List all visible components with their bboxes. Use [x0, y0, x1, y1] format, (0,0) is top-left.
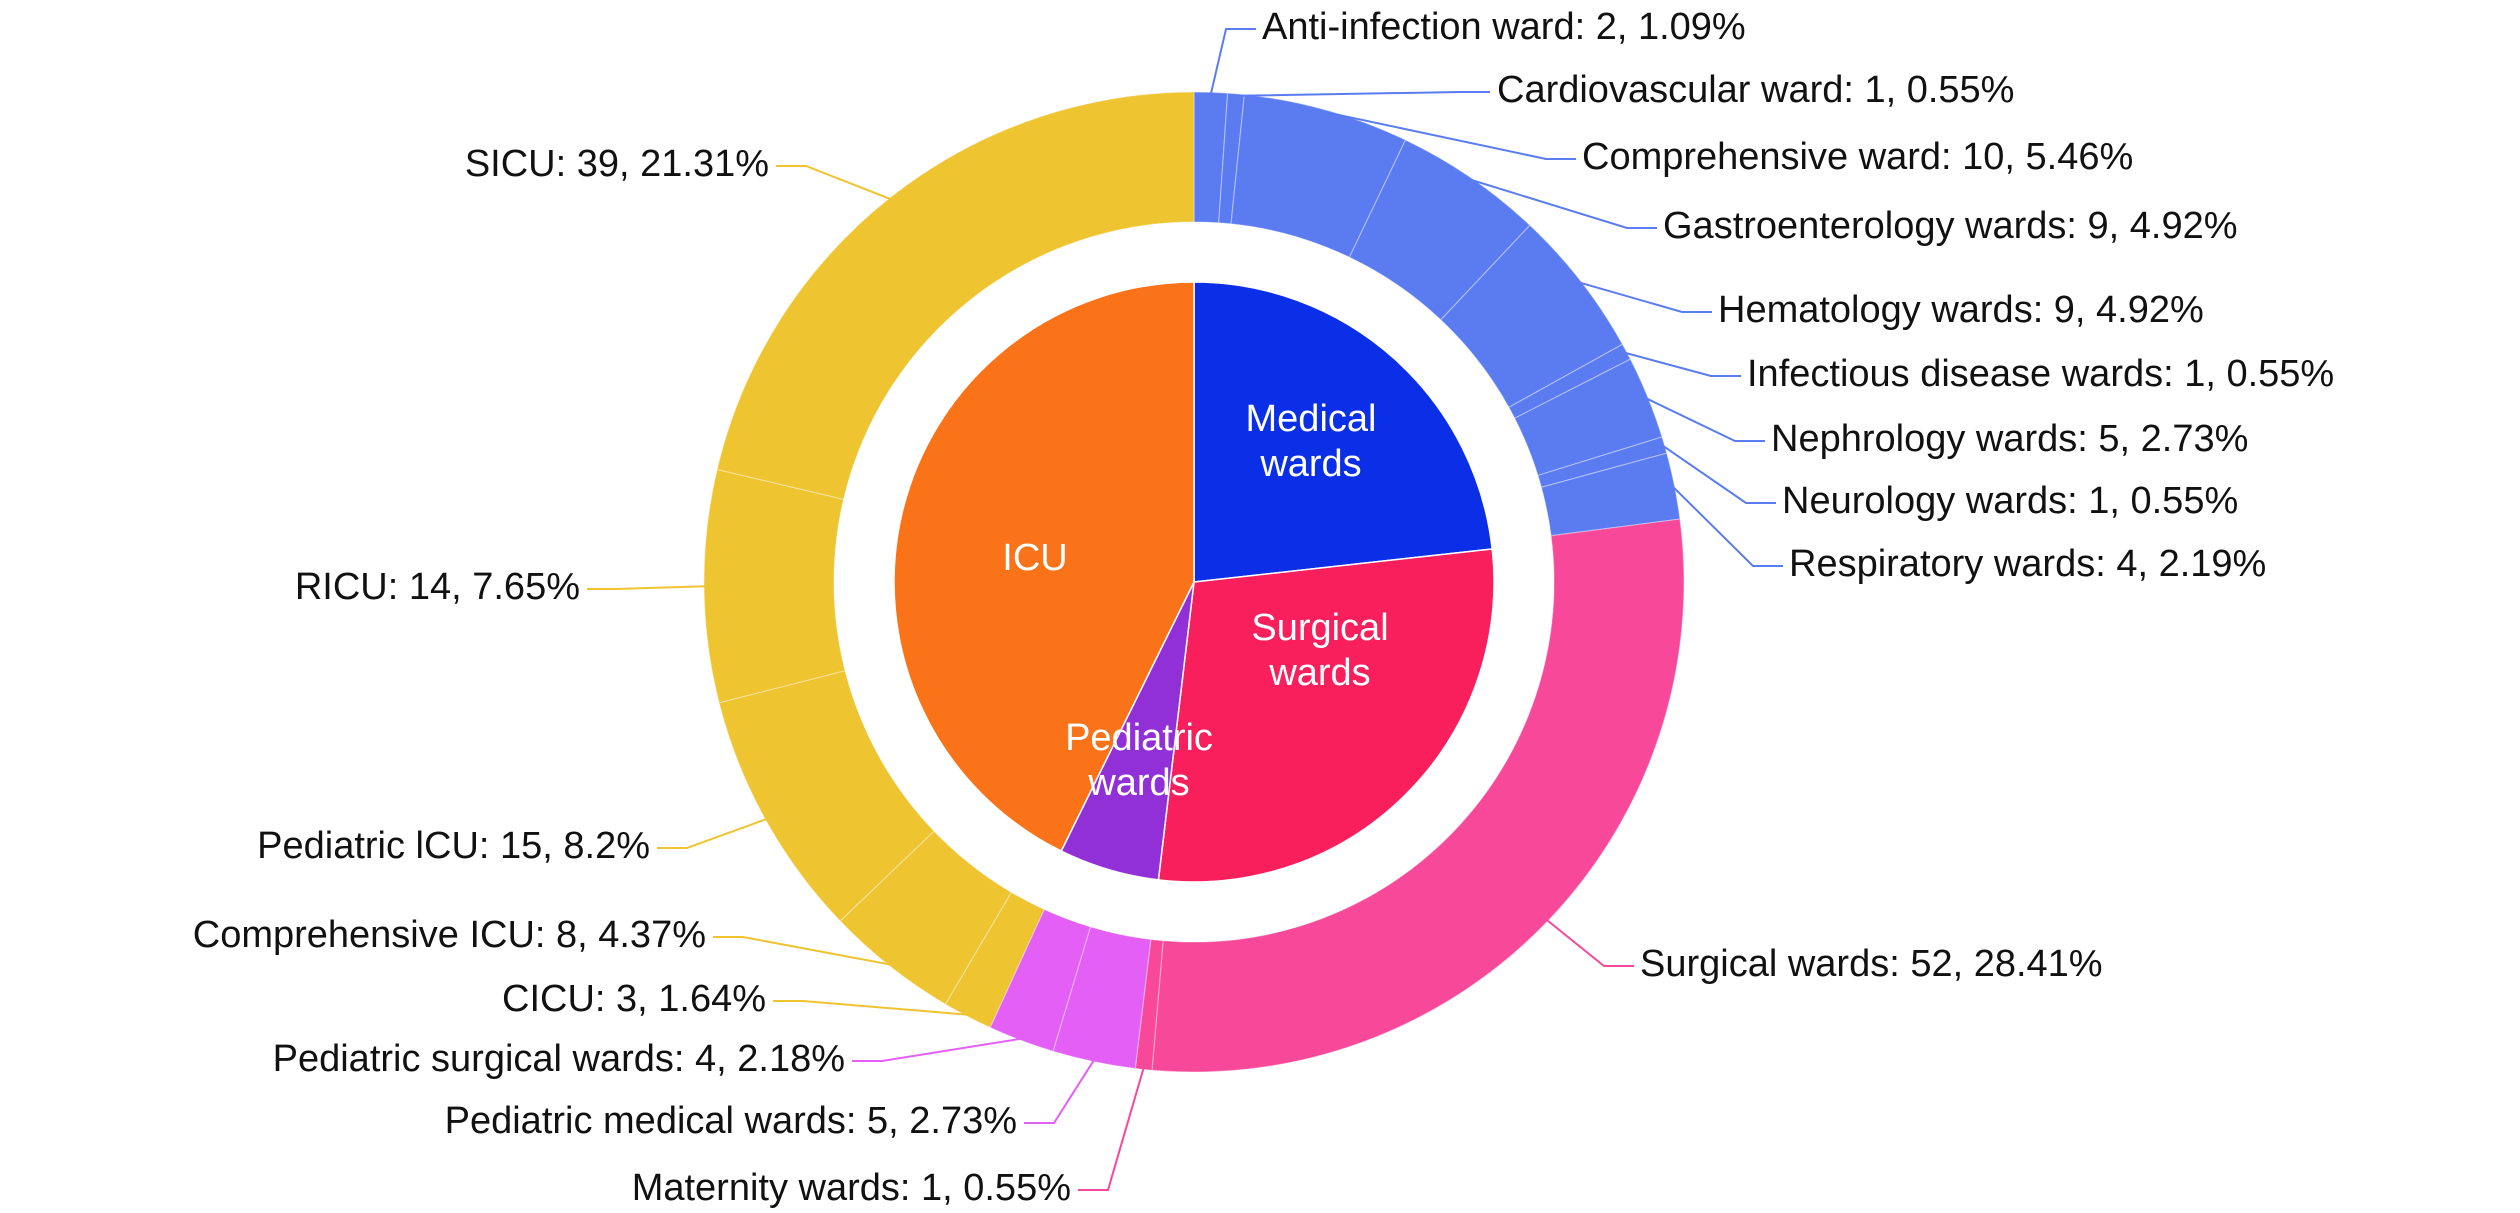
outer-label-hematology-wards: Hematology wards: 9, 4.92%	[1718, 289, 2204, 331]
outer-label-sicu: SICU: 39, 21.31%	[465, 143, 769, 185]
outer-label-maternity-wards: Maternity wards: 1, 0.55%	[632, 1167, 1071, 1209]
outer-label-respiratory-wards: Respiratory wards: 4, 2.19%	[1789, 543, 2266, 585]
outer-label-pediatric-medical-wards: Pediatric medical wards: 5, 2.73%	[445, 1100, 1017, 1142]
leader-line-pediatric-lcu	[657, 817, 768, 849]
leader-lines	[587, 28, 1783, 1191]
outer-label-infectious-disease-wards: Infectious disease wards: 1, 0.55%	[1747, 353, 2334, 395]
leader-line-comprehensive-icu	[713, 936, 892, 966]
outer-label-nephrology-wards: Nephrology wards: 5, 2.73%	[1771, 418, 2248, 460]
outer-label-comprehensive-ward: Comprehensive ward: 10, 5.46%	[1582, 136, 2133, 178]
leader-line-maternity-wards	[1078, 1067, 1145, 1191]
inner-label-icu: ICU	[1002, 537, 1067, 579]
outer-label-cardiovascular-ward: Cardiovascular ward: 1, 0.55%	[1497, 69, 2014, 111]
leader-line-infectious-disease-wards	[1624, 351, 1741, 377]
leader-line-pediatric-surgical-wards	[852, 1037, 1023, 1062]
ring-gap	[834, 222, 1554, 942]
outer-label-comprehensive-icu: Comprehensive ICU: 8, 4.37%	[193, 914, 706, 956]
outer-label-anti-infection-ward: Anti-infection ward: 2, 1.09%	[1262, 6, 1746, 48]
outer-label-ricu: RICU: 14, 7.65%	[295, 566, 580, 608]
outer-label-pediatric-lcu: Pediatric lCU: 15, 8.2%	[257, 825, 650, 867]
inner-slice-medical-wards	[1193, 281, 1493, 583]
leader-line-pediatric-medical-wards	[1024, 1059, 1096, 1124]
leader-line-anti-infection-ward	[1209, 28, 1256, 95]
leader-line-ricu	[587, 585, 707, 590]
leader-line-cicu	[773, 1000, 969, 1016]
inner-slice-surgical-wards	[1157, 548, 1495, 883]
outer-label-neurology-wards: Neurology wards: 1, 0.55%	[1782, 480, 2238, 522]
leader-line-cardiovascular-ward	[1235, 91, 1490, 97]
outer-slice-ricu	[703, 468, 846, 704]
leader-line-sicu	[776, 165, 892, 201]
leader-line-comprehensive-ward	[1326, 111, 1576, 160]
outer-label-pediatric-surgical-wards: Pediatric surgical wards: 4, 2.18%	[273, 1038, 845, 1080]
outer-label-cicu: CICU: 3, 1.64%	[502, 978, 766, 1020]
outer-label-surgical-wards: Surgical wards: 52, 28.41%	[1640, 943, 2103, 985]
leader-line-gastroenterology-wards	[1469, 178, 1657, 229]
outer-labels: Anti-infection ward: 2, 1.09% Cardiovascu…	[193, 6, 2334, 1209]
leader-line-neurology-wards	[1662, 444, 1776, 504]
outer-label-gastroenterology-wards: Gastroenterology wards: 9, 4.92%	[1663, 205, 2238, 247]
leader-line-hematology-wards	[1578, 281, 1712, 313]
leader-line-nephrology-wards	[1645, 397, 1765, 442]
outer-slice-comprehensive-ward	[1230, 93, 1407, 259]
leader-line-respiratory-wards	[1671, 485, 1783, 567]
leader-line-surgical-wards	[1545, 918, 1634, 967]
inner-slice-icu	[893, 281, 1195, 853]
outer-ring	[703, 91, 1685, 1073]
